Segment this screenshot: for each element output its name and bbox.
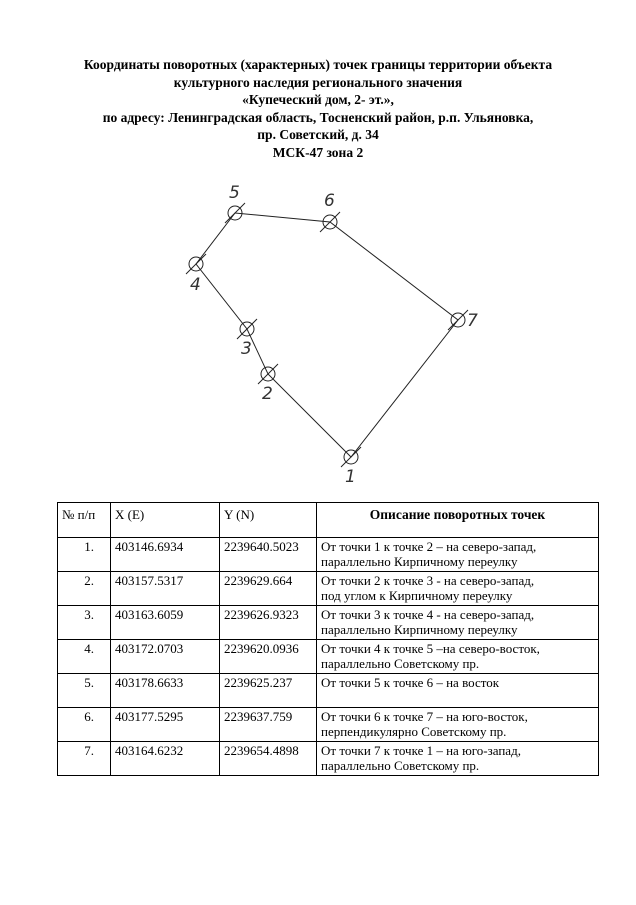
description-line-1: От точки 3 к точке 4 - на северо-запад, [321, 607, 535, 622]
point-marker-6 [319, 211, 341, 233]
point-marker-5 [224, 202, 246, 224]
description-line-2: под углом к Кирпичному переулку [321, 588, 513, 603]
point-label-1: 1 [345, 467, 356, 487]
cell-x: 403157.5317 [110, 571, 220, 606]
description-line-2: параллельно Советскому пр. [321, 758, 480, 773]
point-marker-3 [236, 318, 258, 340]
point-label-5: 5 [229, 183, 240, 203]
cell-y: 2239625.237 [219, 673, 317, 708]
cell-description: От точки 7 к точке 1 – на юго-запад,пара… [316, 741, 599, 776]
title-line-5: пр. Советский, д. 34 [257, 127, 379, 143]
cell-description: От точки 4 к точке 5 –на северо-восток,п… [316, 639, 599, 674]
coordinates-table: № п/п X (E) Y (N) Описание поворотных то… [57, 502, 599, 776]
point-marker-4 [185, 253, 207, 275]
point-marker-1 [340, 446, 362, 468]
title-line-4: по адресу: Ленинградская область, Тоснен… [102, 109, 534, 125]
point-marker-2 [257, 363, 279, 385]
description-line-1: От точки 2 к точке 3 - на северо-запад, [321, 573, 535, 588]
cell-num: 2. [57, 571, 111, 606]
cell-y: 2239620.0936 [219, 639, 317, 674]
document-title: Координаты поворотных (характерных) точе… [0, 56, 636, 162]
title-line-1: Координаты поворотных (характерных) точе… [83, 57, 553, 72]
cell-x: 403172.0703 [110, 639, 220, 674]
cell-x: 403177.5295 [110, 707, 220, 742]
header-y: Y (N) [219, 502, 317, 538]
cell-description: От точки 1 к точке 2 – на северо-запад,п… [316, 537, 599, 572]
header-x: X (E) [110, 502, 220, 538]
description-line-2: параллельно Советскому пр. [321, 656, 480, 671]
cell-num: 5. [57, 673, 111, 708]
description-line-1: От точки 5 к точке 6 – на восток [321, 675, 500, 690]
point-label-3: 3 [241, 339, 252, 359]
cell-num: 4. [57, 639, 111, 674]
header-description: Описание поворотных точек [316, 502, 599, 538]
cell-description: От точки 5 к точке 6 – на восток [316, 673, 599, 708]
cell-num: 6. [57, 707, 111, 742]
cell-y: 2239640.5023 [219, 537, 317, 572]
cell-y: 2239637.759 [219, 707, 317, 742]
description-line-1: От точки 7 к точке 1 – на юго-запад, [321, 743, 521, 758]
boundary-polygon [195, 212, 459, 458]
table-header-row: № п/п X (E) Y (N) Описание поворотных то… [57, 502, 599, 538]
cell-x: 403178.6633 [110, 673, 220, 708]
title-line-2: культурного наследия регионального значе… [173, 74, 463, 90]
cell-num: 1. [57, 537, 111, 572]
cell-num: 3. [57, 605, 111, 640]
point-marker-7 [447, 309, 469, 331]
cell-x: 403164.6232 [110, 741, 220, 776]
cell-description: От точки 2 к точке 3 - на северо-запад,п… [316, 571, 599, 606]
cell-description: От точки 6 к точке 7 – на юго-восток,пер… [316, 707, 599, 742]
description-line-1: От точки 1 к точке 2 – на северо-запад, [321, 539, 537, 554]
cell-y: 2239626.9323 [219, 605, 317, 640]
header-num: № п/п [57, 502, 111, 538]
cell-y: 2239629.664 [219, 571, 317, 606]
description-line-2: параллельно Кирпичному переулку [321, 622, 518, 637]
description-line-2: параллельно Кирпичному переулку [321, 554, 518, 569]
description-line-1: От точки 6 к точке 7 – на юго-восток, [321, 709, 528, 724]
boundary-scheme: 1 2 3 4 5 6 7 [185, 183, 478, 487]
cell-x: 403163.6059 [110, 605, 220, 640]
point-label-4: 4 [190, 275, 201, 295]
description-line-1: От точки 4 к точке 5 –на северо-восток, [321, 641, 540, 656]
cell-x: 403146.6934 [110, 537, 220, 572]
point-label-7: 7 [467, 311, 478, 331]
title-line-6: МСК-47 зона 2 [272, 144, 364, 160]
cell-y: 2239654.4898 [219, 741, 317, 776]
point-label-2: 2 [262, 384, 273, 404]
point-label-6: 6 [324, 191, 335, 211]
description-line-2: перпендикулярно Советскому пр. [321, 724, 507, 739]
cell-num: 7. [57, 741, 111, 776]
title-line-3: «Купеческий дом, 2- эт.», [242, 92, 394, 108]
cell-description: От точки 3 к точке 4 - на северо-запад,п… [316, 605, 599, 640]
